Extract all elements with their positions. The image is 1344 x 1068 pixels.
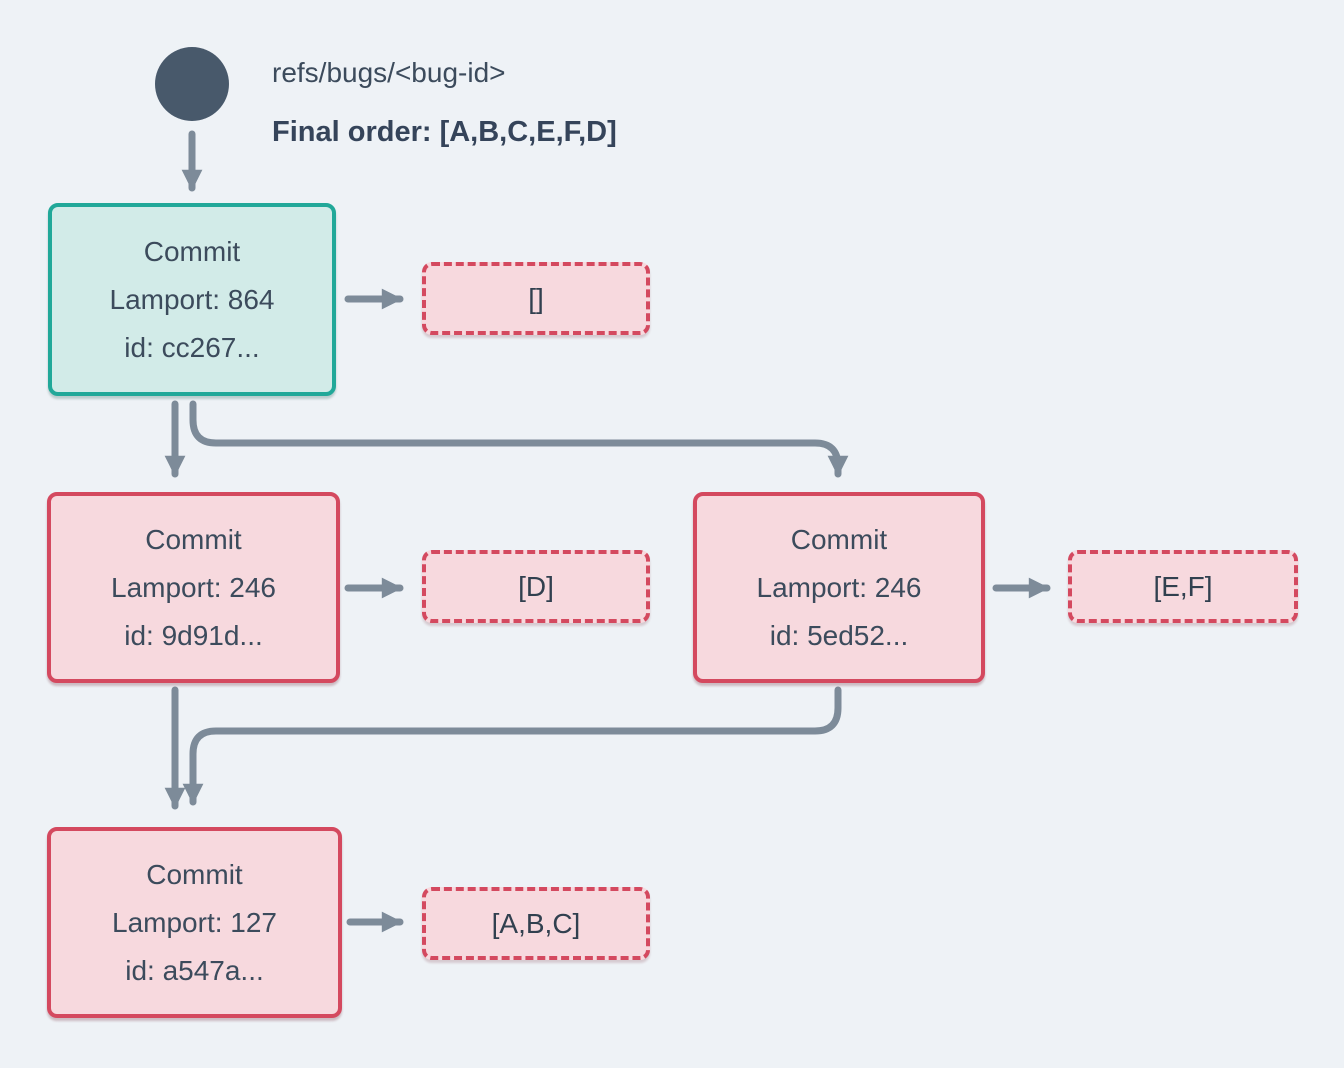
commit-node-right: Commit Lamport: 246 id: 5ed52... [693,492,985,683]
commit-id: id: 5ed52... [769,619,909,651]
edge-right-to-bottom [182,686,842,806]
ops-value: [] [528,282,544,314]
commit-node-head: Commit Lamport: 864 id: cc267... [48,203,336,396]
ref-node-circle [155,47,229,121]
commit-node-left: Commit Lamport: 246 id: 9d91d... [47,492,340,683]
commit-title: Commit [145,523,242,555]
edge-head-to-right [189,400,849,478]
commit-lamport: Lamport: 864 [109,283,275,315]
ops-box-bottom: [A,B,C] [422,887,650,960]
commit-lamport: Lamport: 246 [756,571,922,603]
ops-value: [A,B,C] [491,907,581,939]
final-order-label: Final order: [A,B,C,E,F,D] [272,116,617,148]
commit-id: id: 9d91d... [124,619,263,651]
ops-value: [E,F] [1153,570,1213,602]
ref-label: refs/bugs/<bug-id> [272,57,506,88]
commit-title: Commit [146,858,243,890]
commit-node-bottom: Commit Lamport: 127 id: a547a... [47,827,342,1018]
commit-id: id: a547a... [125,954,264,986]
ops-box-right: [E,F] [1068,550,1298,623]
ops-box-left: [D] [422,550,650,623]
commit-lamport: Lamport: 246 [111,571,276,603]
ops-box-head: [] [422,262,650,335]
commit-title: Commit [790,523,888,555]
commit-id: id: cc267... [124,331,260,363]
commit-lamport: Lamport: 127 [112,906,277,938]
ops-value: [D] [518,570,554,602]
commit-title: Commit [143,235,241,267]
